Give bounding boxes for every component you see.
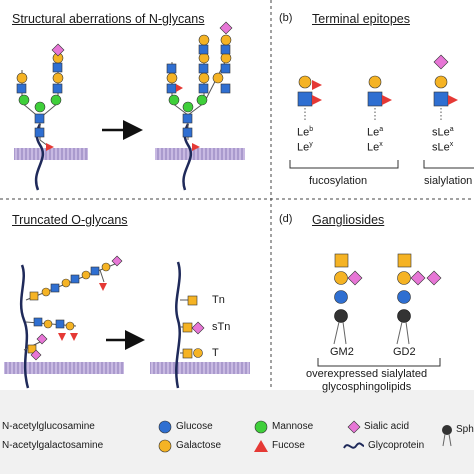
bracket-gangliosides bbox=[317, 358, 441, 367]
membrane bbox=[155, 148, 245, 160]
legend-sialic-acid: Sialic acid bbox=[364, 421, 410, 432]
legend-mannose: Mannose bbox=[272, 421, 314, 432]
sphingolipid-icon bbox=[442, 425, 452, 435]
bracket-fucosylation bbox=[289, 160, 399, 169]
membrane bbox=[4, 362, 124, 374]
t-label: T bbox=[212, 347, 219, 359]
legend-sphingolipid: Sphingolipid bbox=[456, 424, 474, 435]
legend-glycoprotein: Glycoprotein bbox=[368, 440, 425, 451]
panel-a-glycans bbox=[14, 21, 245, 191]
sialylation-label: sialylation bbox=[424, 175, 473, 187]
epitope-label: sLea bbox=[432, 126, 454, 139]
sialic-acid-icon bbox=[347, 420, 361, 434]
epitope-label: Lea bbox=[367, 126, 384, 139]
epitope-label: Lex bbox=[367, 141, 383, 154]
membrane bbox=[14, 148, 88, 160]
panel-d-letter: (d) bbox=[279, 213, 293, 225]
tn-label: Tn bbox=[212, 294, 225, 306]
stn-label: sTn bbox=[212, 321, 231, 333]
glucose-icon bbox=[158, 420, 172, 434]
epitope-label: sLex bbox=[432, 141, 454, 154]
panel-b-epitopes bbox=[289, 54, 474, 169]
panel-c-title: Truncated O-glycans bbox=[12, 213, 128, 227]
epitope-label: Leb bbox=[297, 126, 314, 139]
fucose-icon bbox=[254, 440, 268, 452]
legend-fucose: Fucose bbox=[272, 440, 305, 451]
mannose-icon bbox=[254, 420, 268, 434]
legend-galactose: Galactose bbox=[176, 440, 222, 451]
glycoprotein-chain bbox=[19, 264, 30, 389]
epitope-label: Ley bbox=[297, 141, 313, 154]
bracket-sialylation bbox=[423, 160, 474, 169]
legend-background bbox=[0, 390, 474, 474]
legend-symbols bbox=[158, 420, 452, 453]
panel-a-title: Structural aberrations of N-glycans bbox=[12, 12, 205, 26]
gd2-label: GD2 bbox=[393, 346, 416, 358]
legend-glcnac: N-acetylglucosamine bbox=[2, 421, 95, 432]
glycoprotein-chain bbox=[175, 261, 181, 389]
fucosylation-label: fucosylation bbox=[309, 175, 368, 187]
gangliosides-caption-line1: overexpressed sialylated bbox=[306, 368, 428, 380]
legend-glucose: Glucose bbox=[176, 421, 213, 432]
gangliosides-caption-line2: glycosphingolipids bbox=[322, 381, 412, 393]
galactose-icon bbox=[158, 439, 172, 453]
legend-galnac: N-acetylgalactosamine bbox=[2, 440, 104, 451]
panel-b-letter: (b) bbox=[279, 12, 293, 24]
membrane bbox=[150, 362, 250, 374]
panel-d-title: Gangliosides bbox=[312, 213, 385, 227]
panel-b-title: Terminal epitopes bbox=[312, 12, 410, 26]
panel-c-oglycans bbox=[4, 255, 250, 389]
glycoprotein-icon bbox=[343, 442, 365, 449]
gm2-label: GM2 bbox=[330, 346, 354, 358]
panel-d-gangliosides bbox=[317, 253, 442, 367]
